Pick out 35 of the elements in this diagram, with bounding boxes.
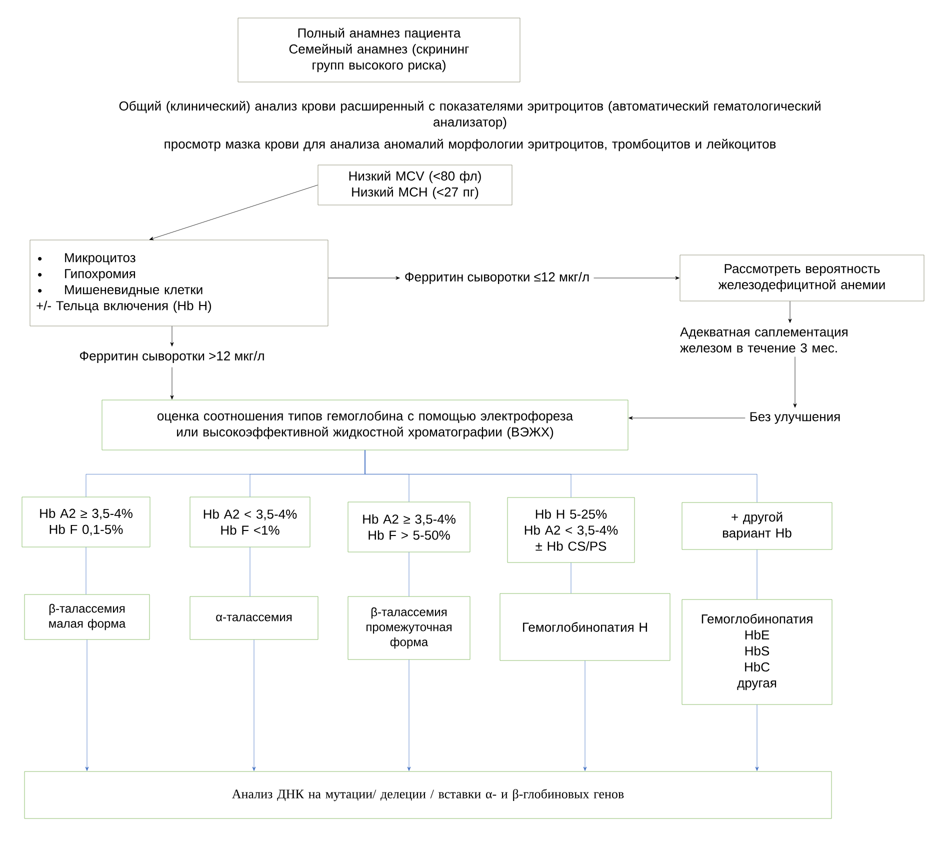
process-box: Полный анамнез пациента Семейный анамнез (скрининг групп высокого риска) <box>238 18 520 82</box>
step-text: Без улучшения <box>750 412 840 424</box>
step-text: Адекватная саплементация железом в течение 3 мес. <box>680 327 848 353</box>
arrow <box>170 367 174 400</box>
process-box: оценка соотношения типов гемоглобина с помощью электрофореза или высокоэффективной жидкостной хроматографии (ВЭЖХ) <box>102 400 628 450</box>
result-box: + другой вариант Hb <box>682 502 832 550</box>
arrow <box>85 640 89 771</box>
arrow <box>793 356 797 408</box>
arrow <box>328 276 400 280</box>
step-text: Ферритин сыворотки >12 мкг/л <box>80 350 264 364</box>
diagnosis-box: β-талассемия малая форма <box>24 594 150 640</box>
result-box: Hb A2 ≥ 3,5-4% Hb F > 5-50% <box>348 502 470 552</box>
step-text: Ферритин сыворотки ≤12 мкг/л <box>405 272 589 284</box>
result-box: Hb A2 < 3,5-4% Hb F <1% <box>190 496 310 548</box>
process-box: Микроцитоз Гипохромия Мишеневидные клетки +/- Тельца включения (Hb H) <box>30 240 328 326</box>
process-box: Низкий MCV (<80 фл) Низкий MCH (<27 пг) <box>318 164 512 206</box>
note-text: просмотр мазка крови для анализа аномалий морфологии эритроцитов, тромбоцитов и лейкоцитов <box>164 138 776 152</box>
arrow <box>788 301 792 323</box>
arrow <box>170 326 174 346</box>
arrow <box>149 184 318 240</box>
process-box: Анализ ДНК на мутации/ делеции / вставки α- и β-глобиновых генов <box>24 771 832 819</box>
arrow <box>407 660 411 771</box>
process-box: Рассмотреть вероятность железодефицитной анемии <box>680 254 924 302</box>
diagnosis-box: β-талассемия промежуточная форма <box>348 596 470 660</box>
arrow <box>755 704 759 771</box>
diagnosis-box: Гемоглобинопатия H <box>500 593 670 661</box>
arrow <box>628 416 746 420</box>
note-text: Общий (клинический) анализ крови расширенный с показателями эритроцитов (автоматический гематологический анализатор) <box>119 100 820 130</box>
result-box: Hb H 5-25% Hb A2 < 3,5-4% ± Hb CS/PS <box>507 497 635 563</box>
diagnosis-box: α-талассемия <box>190 596 318 640</box>
diagnosis-box: Гемоглобинопатия HbE HbS HbC другая <box>682 599 832 705</box>
arrow <box>583 660 587 771</box>
result-box: Hb A2 ≥ 3,5-4% Hb F 0,1-5% <box>22 496 150 548</box>
arrow <box>594 276 680 280</box>
arrow <box>252 640 256 771</box>
